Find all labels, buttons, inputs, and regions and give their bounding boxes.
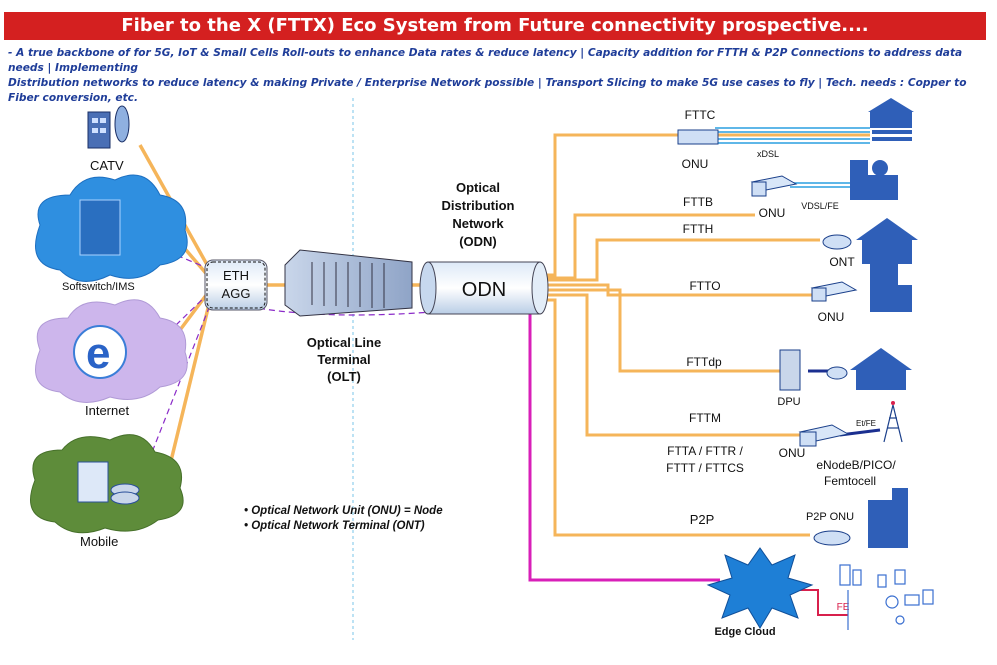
xdsl-lines [715,127,870,188]
odn-header-line1: Optical [456,180,500,195]
ftto-onu-label: ONU [818,310,845,324]
eth-agg-line2: AGG [222,286,251,301]
fttm-enodeb-line1: eNodeB/PICO/ [816,458,896,472]
iot-devices-icon [839,564,934,630]
internet-e-icon: e [86,329,110,378]
catv-source: CATV [87,105,130,173]
olt-node: Optical Line Terminal (OLT) [284,249,413,384]
subtitle-line-2: Distribution networks to reduce latency … [8,77,967,104]
fttm-label: FTTM [689,411,721,425]
edge-cloud: Edge Cloud FE [706,547,934,638]
ftth-label: FTTH [683,222,714,236]
ftta-line2: FTTT / FTTCS [666,461,744,475]
p2p-onu-label: P2P ONU [806,511,854,523]
mobile-label: Mobile [80,534,118,549]
softswitch-label: Softswitch/IMS [62,281,135,293]
edge-cloud-link [528,293,720,582]
p2p-label: P2P [690,512,715,527]
odn-box-label: ODN [462,279,506,301]
eth-agg-node: ETH AGG [204,259,268,311]
fttc-branch: FTTC ONU xDSL [677,98,914,171]
page-subtitle: - A true backbone of for 5G, IoT & Small… [8,46,990,106]
odn-header-line4: (ODN) [459,234,497,249]
ftto-branch: FTTO ONU [689,262,912,324]
fttb-branch: FTTB ONU VDSL/FE [683,160,898,220]
fe-link [795,589,848,616]
fttm-onu-label: ONU [779,446,806,460]
ftta-line1: FTTA / FTTR / [667,444,743,458]
page-title: Fiber to the X (FTTX) Eco System from Fu… [4,12,986,40]
fttdp-dpu-label: DPU [777,396,800,408]
ftth-ont-label: ONT [829,255,855,269]
subtitle-line-1: - A true backbone of for 5G, IoT & Small… [8,47,963,74]
fttc-label: FTTC [685,108,716,122]
p2p-branch: P2P P2P ONU [690,488,908,548]
fttb-vdsl-label: VDSL/FE [801,201,839,211]
fttm-ethfe-label: Et/FE [856,419,876,428]
catv-label: CATV [90,158,124,173]
ftto-label: FTTO [689,279,720,293]
eth-agg-line1: ETH [223,268,249,283]
definition-notes: Optical Network Unit (ONU) = Node Optica… [244,504,443,534]
odn-header-line3: Network [452,216,504,231]
olt-line1: Optical Line [307,335,381,350]
ftth-branch: FTTH ONT [683,218,918,269]
fttm-branch: FTTM FTTA / FTTR / FTTT / FTTCS ONU Et/F… [666,401,903,488]
fttdp-label: FTTdp [686,355,722,369]
internet-label: Internet [85,403,129,418]
fttb-label: FTTB [683,195,713,209]
olt-line2: Terminal [317,352,370,367]
mobile-cloud: Mobile [30,434,184,549]
internet-cloud: e Internet [35,299,188,418]
fttdp-branch: FTTdp DPU [686,348,912,408]
edge-cloud-label: Edge Cloud [714,626,775,638]
note-ont: Optical Network Terminal (ONT) [244,519,443,534]
branch-fiber-links [545,133,870,537]
fttc-onu-label: ONU [682,157,709,171]
softswitch-cloud: Softswitch/IMS [35,174,188,293]
olt-line3: (OLT) [327,369,361,384]
fttc-xdsl-label: xDSL [757,149,779,159]
fe-label: FE [837,602,850,613]
note-onu: Optical Network Unit (ONU) = Node [244,504,442,519]
odn-node: ODN [419,261,549,315]
fttm-enodeb-line2: Femtocell [824,474,876,488]
fttb-onu-label: ONU [759,206,786,220]
odn-header-line2: Distribution [442,198,515,213]
cell-tower-icon [883,401,903,443]
odn-header: Optical Distribution Network (ODN) [442,180,515,249]
